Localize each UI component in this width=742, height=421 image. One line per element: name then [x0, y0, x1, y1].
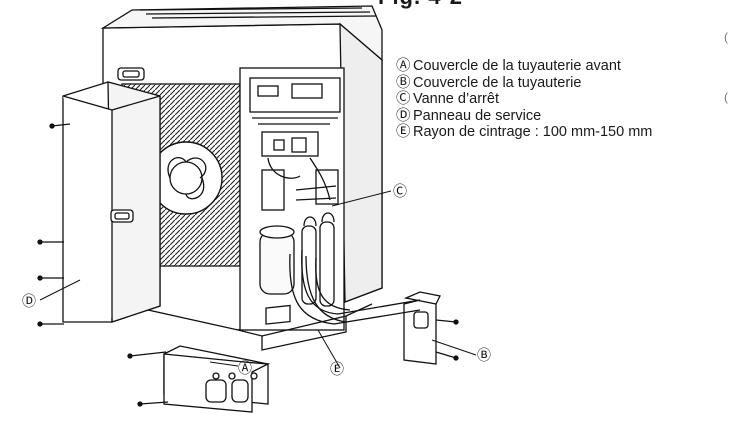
legend-letter: Ⓑ [396, 74, 411, 91]
callout-b: Ⓑ [477, 348, 491, 364]
legend-text: Couvercle de la tuyauterie [413, 74, 582, 91]
callout-e: Ⓔ [330, 362, 344, 378]
legend-letter: Ⓔ [396, 124, 411, 141]
callout-c: Ⓒ [393, 184, 407, 200]
legend-text: Panneau de service [413, 107, 542, 124]
legend-text: Couvercle de la tuyauterie avant [413, 58, 621, 74]
legend-letter: Ⓓ [396, 107, 411, 124]
legend-text: Vanne d’arrêt [413, 91, 499, 108]
piping-cover [403, 291, 459, 365]
callout-a: Ⓐ [238, 361, 252, 377]
legend-letter: Ⓐ [396, 58, 411, 74]
front-piping-cover [127, 345, 271, 413]
service-panel [37, 81, 161, 327]
callout-d: Ⓓ [22, 294, 36, 310]
edge-mark: ( [724, 30, 728, 44]
leader-lines [39, 190, 477, 369]
legend-text: Rayon de cintrage : 100 mm-150 mm [413, 124, 653, 141]
bent-piping [289, 249, 421, 325]
edge-mark: ( [724, 90, 728, 104]
legend-letter: Ⓒ [396, 91, 411, 108]
figure-title: Fig. 4-2 [378, 0, 463, 10]
